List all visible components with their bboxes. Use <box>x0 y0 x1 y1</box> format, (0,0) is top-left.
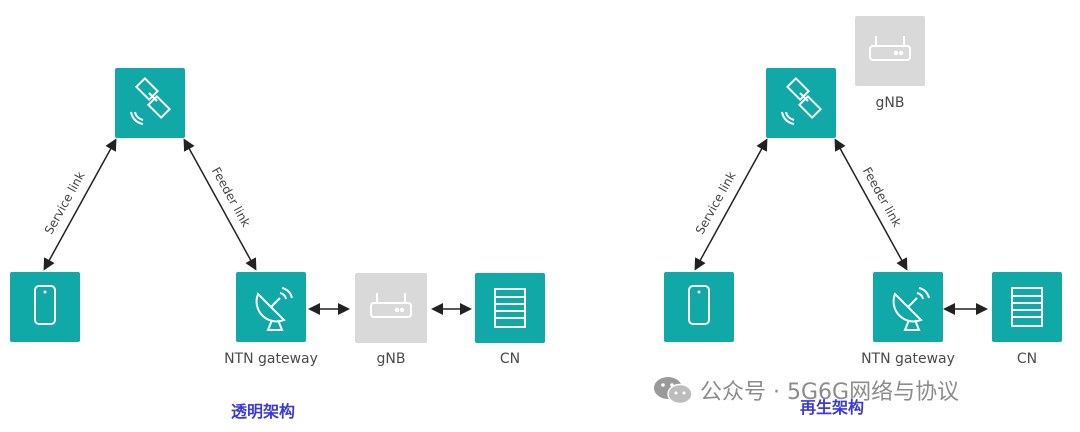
satellite-icon <box>781 76 823 125</box>
watermark-text: 公众号 · 5G6G网络与协议 <box>700 380 960 405</box>
right-caption: 再生架构 <box>799 398 865 417</box>
right-ue-node <box>664 272 734 342</box>
router-icon <box>370 293 412 318</box>
right-ntn-gateway-label: NTN gateway <box>861 351 955 367</box>
watermark: 公众号 · 5G6G网络与协议 <box>652 370 959 410</box>
left-gnb-label: gNB <box>376 351 406 367</box>
server-list-icon <box>494 288 526 328</box>
left-service-link-line <box>43 138 117 271</box>
left-cn-node <box>475 273 545 343</box>
phone-icon <box>688 285 710 325</box>
left-satellite-node <box>115 68 185 138</box>
satellite-dish-icon <box>255 287 293 331</box>
right-service-link-line <box>694 138 768 271</box>
router-icon <box>869 36 911 61</box>
left-ntn-gateway-node <box>236 272 306 342</box>
left-ue-node <box>10 272 80 342</box>
right-cn-node <box>992 272 1062 342</box>
server-list-icon <box>1011 287 1043 327</box>
right-feeder-link-line <box>834 138 908 271</box>
left-gnb-node <box>355 273 427 343</box>
right-gnb-label: gNB <box>875 95 905 111</box>
right-cn-label: CN <box>1016 351 1038 367</box>
phone-icon <box>34 285 56 325</box>
left-cn-label: CN <box>499 351 521 367</box>
left-caption: 透明架构 <box>230 402 296 421</box>
left-ntn-gateway-label: NTN gateway <box>224 351 318 367</box>
right-satellite-node <box>766 68 836 138</box>
satellite-icon <box>130 76 172 125</box>
right-ntn-gateway-node <box>873 272 943 342</box>
wechat-icon <box>654 377 693 405</box>
right-gnb-node <box>855 16 925 86</box>
satellite-dish-icon <box>892 287 930 331</box>
left-feeder-link-line <box>183 138 257 271</box>
